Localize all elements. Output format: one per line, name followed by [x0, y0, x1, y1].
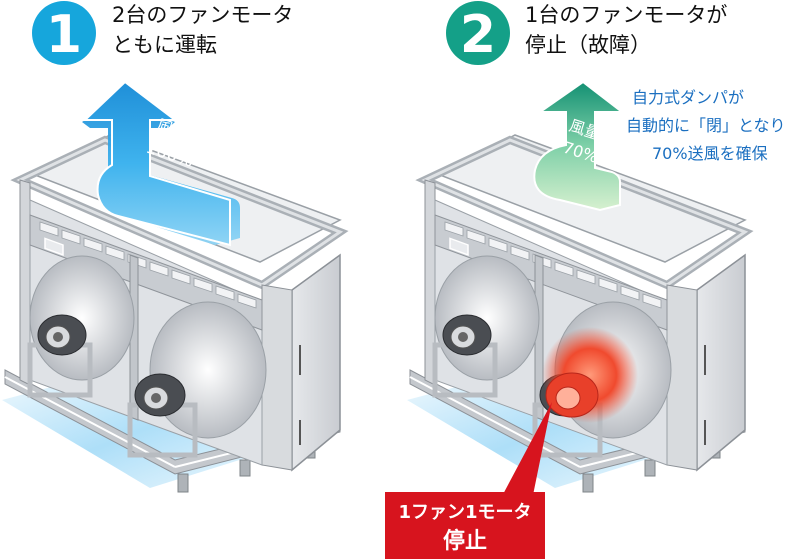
panel-2-title-line1: 1台のファンモータが — [525, 3, 727, 27]
step-2-badge — [446, 1, 510, 65]
damper-note-line1: 自力式ダンパが — [632, 88, 744, 107]
panel-1: 風量 100% 1 2台のファンモータ ともに運転 — [2, 1, 340, 492]
callout-pointer — [500, 402, 552, 500]
callout-line1: 1ファン1モータ — [398, 502, 531, 523]
panel-2-title-line2: 停止（故障） — [525, 33, 651, 57]
panel-2: 風量 70% 2 1台のファンモータが 停止（故障） 自力式ダンパが 自動的に「… — [385, 1, 786, 559]
damper-note-line3: 70%送風を確保 — [652, 144, 768, 163]
airflow-arrow — [533, 80, 625, 212]
callout-line2: 停止 — [443, 528, 487, 554]
step-2-number: 2 — [460, 5, 496, 65]
panel-1-title-line1: 2台のファンモータ — [112, 3, 293, 27]
damper-note-line2: 自動的に「閉」となり — [626, 116, 786, 135]
step-1-badge — [32, 1, 96, 65]
callout-box — [385, 492, 545, 559]
step-1-number: 1 — [46, 5, 82, 65]
panel-1-title-line2: ともに運転 — [112, 33, 217, 57]
